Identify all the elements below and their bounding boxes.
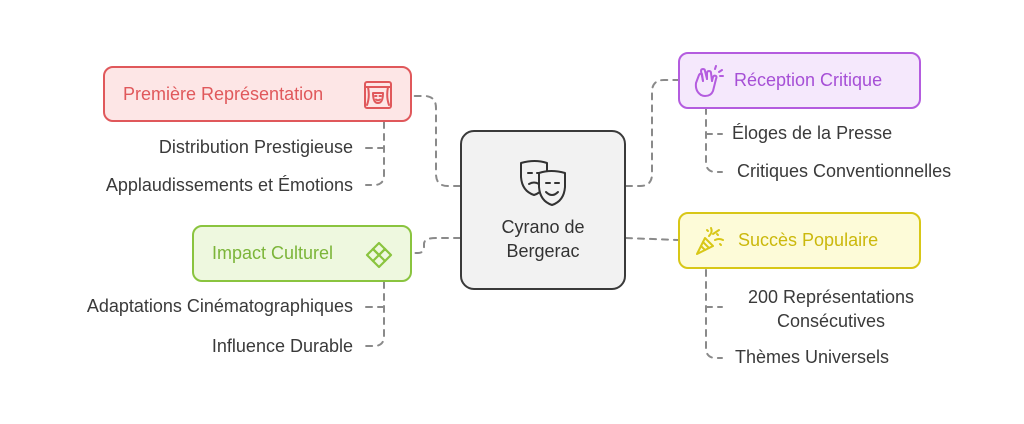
branch-succes-populaire: Succès Populaire (678, 212, 921, 269)
leaf-themes-universels: Thèmes Universels (735, 347, 890, 367)
central-topic-line-1: Cyrano de (501, 217, 585, 237)
clapping-hands-icon (690, 64, 726, 100)
leaf-200-representations-line-1: 200 Représentations (747, 287, 915, 307)
branch-premiere-representation: Première Représentation (103, 66, 412, 122)
connector-succes-trunk (705, 269, 723, 359)
heart-ribbon-icon (362, 238, 396, 272)
party-popper-icon (692, 225, 726, 259)
leaf-influence-durable: Influence Durable (211, 336, 353, 356)
leaf-200-representations-line-2: Consécutives (776, 311, 886, 331)
leaf-applaudissements: Applaudissements et Émotions (105, 175, 353, 195)
connector-reception (625, 79, 679, 187)
connector-impact (411, 237, 461, 254)
leaf-critiques-conventionnelles: Critiques Conventionnelles (737, 161, 952, 181)
connector-reception-trunk (705, 107, 723, 173)
branch-succes-title: Succès Populaire (738, 230, 879, 250)
leaf-adaptations-cinematographiques: Adaptations Cinématographiques (86, 296, 353, 316)
branch-impact-culturel: Impact Culturel (192, 225, 412, 282)
central-topic-line-2: Bergerac (506, 241, 580, 261)
connector-premiere (411, 95, 461, 187)
theater-stage-icon (361, 78, 395, 112)
connector-premiere-trunk (365, 121, 385, 186)
leaf-eloges-presse: Éloges de la Presse (732, 123, 893, 143)
connector-succes (625, 237, 679, 241)
central-topic-node: Cyrano de Bergerac (460, 130, 626, 290)
leaf-200-representations: 200 Représentations Consécutives (726, 285, 936, 333)
branch-reception-critique: Réception Critique (678, 52, 921, 109)
branch-premiere-title: Première Représentation (123, 83, 324, 104)
theater-masks-icon (515, 157, 571, 209)
leaf-distribution-prestigieuse: Distribution Prestigieuse (158, 137, 353, 157)
branch-impact-title: Impact Culturel (212, 243, 334, 263)
connector-impact-trunk (365, 281, 385, 347)
branch-reception-title: Réception Critique (734, 70, 883, 90)
